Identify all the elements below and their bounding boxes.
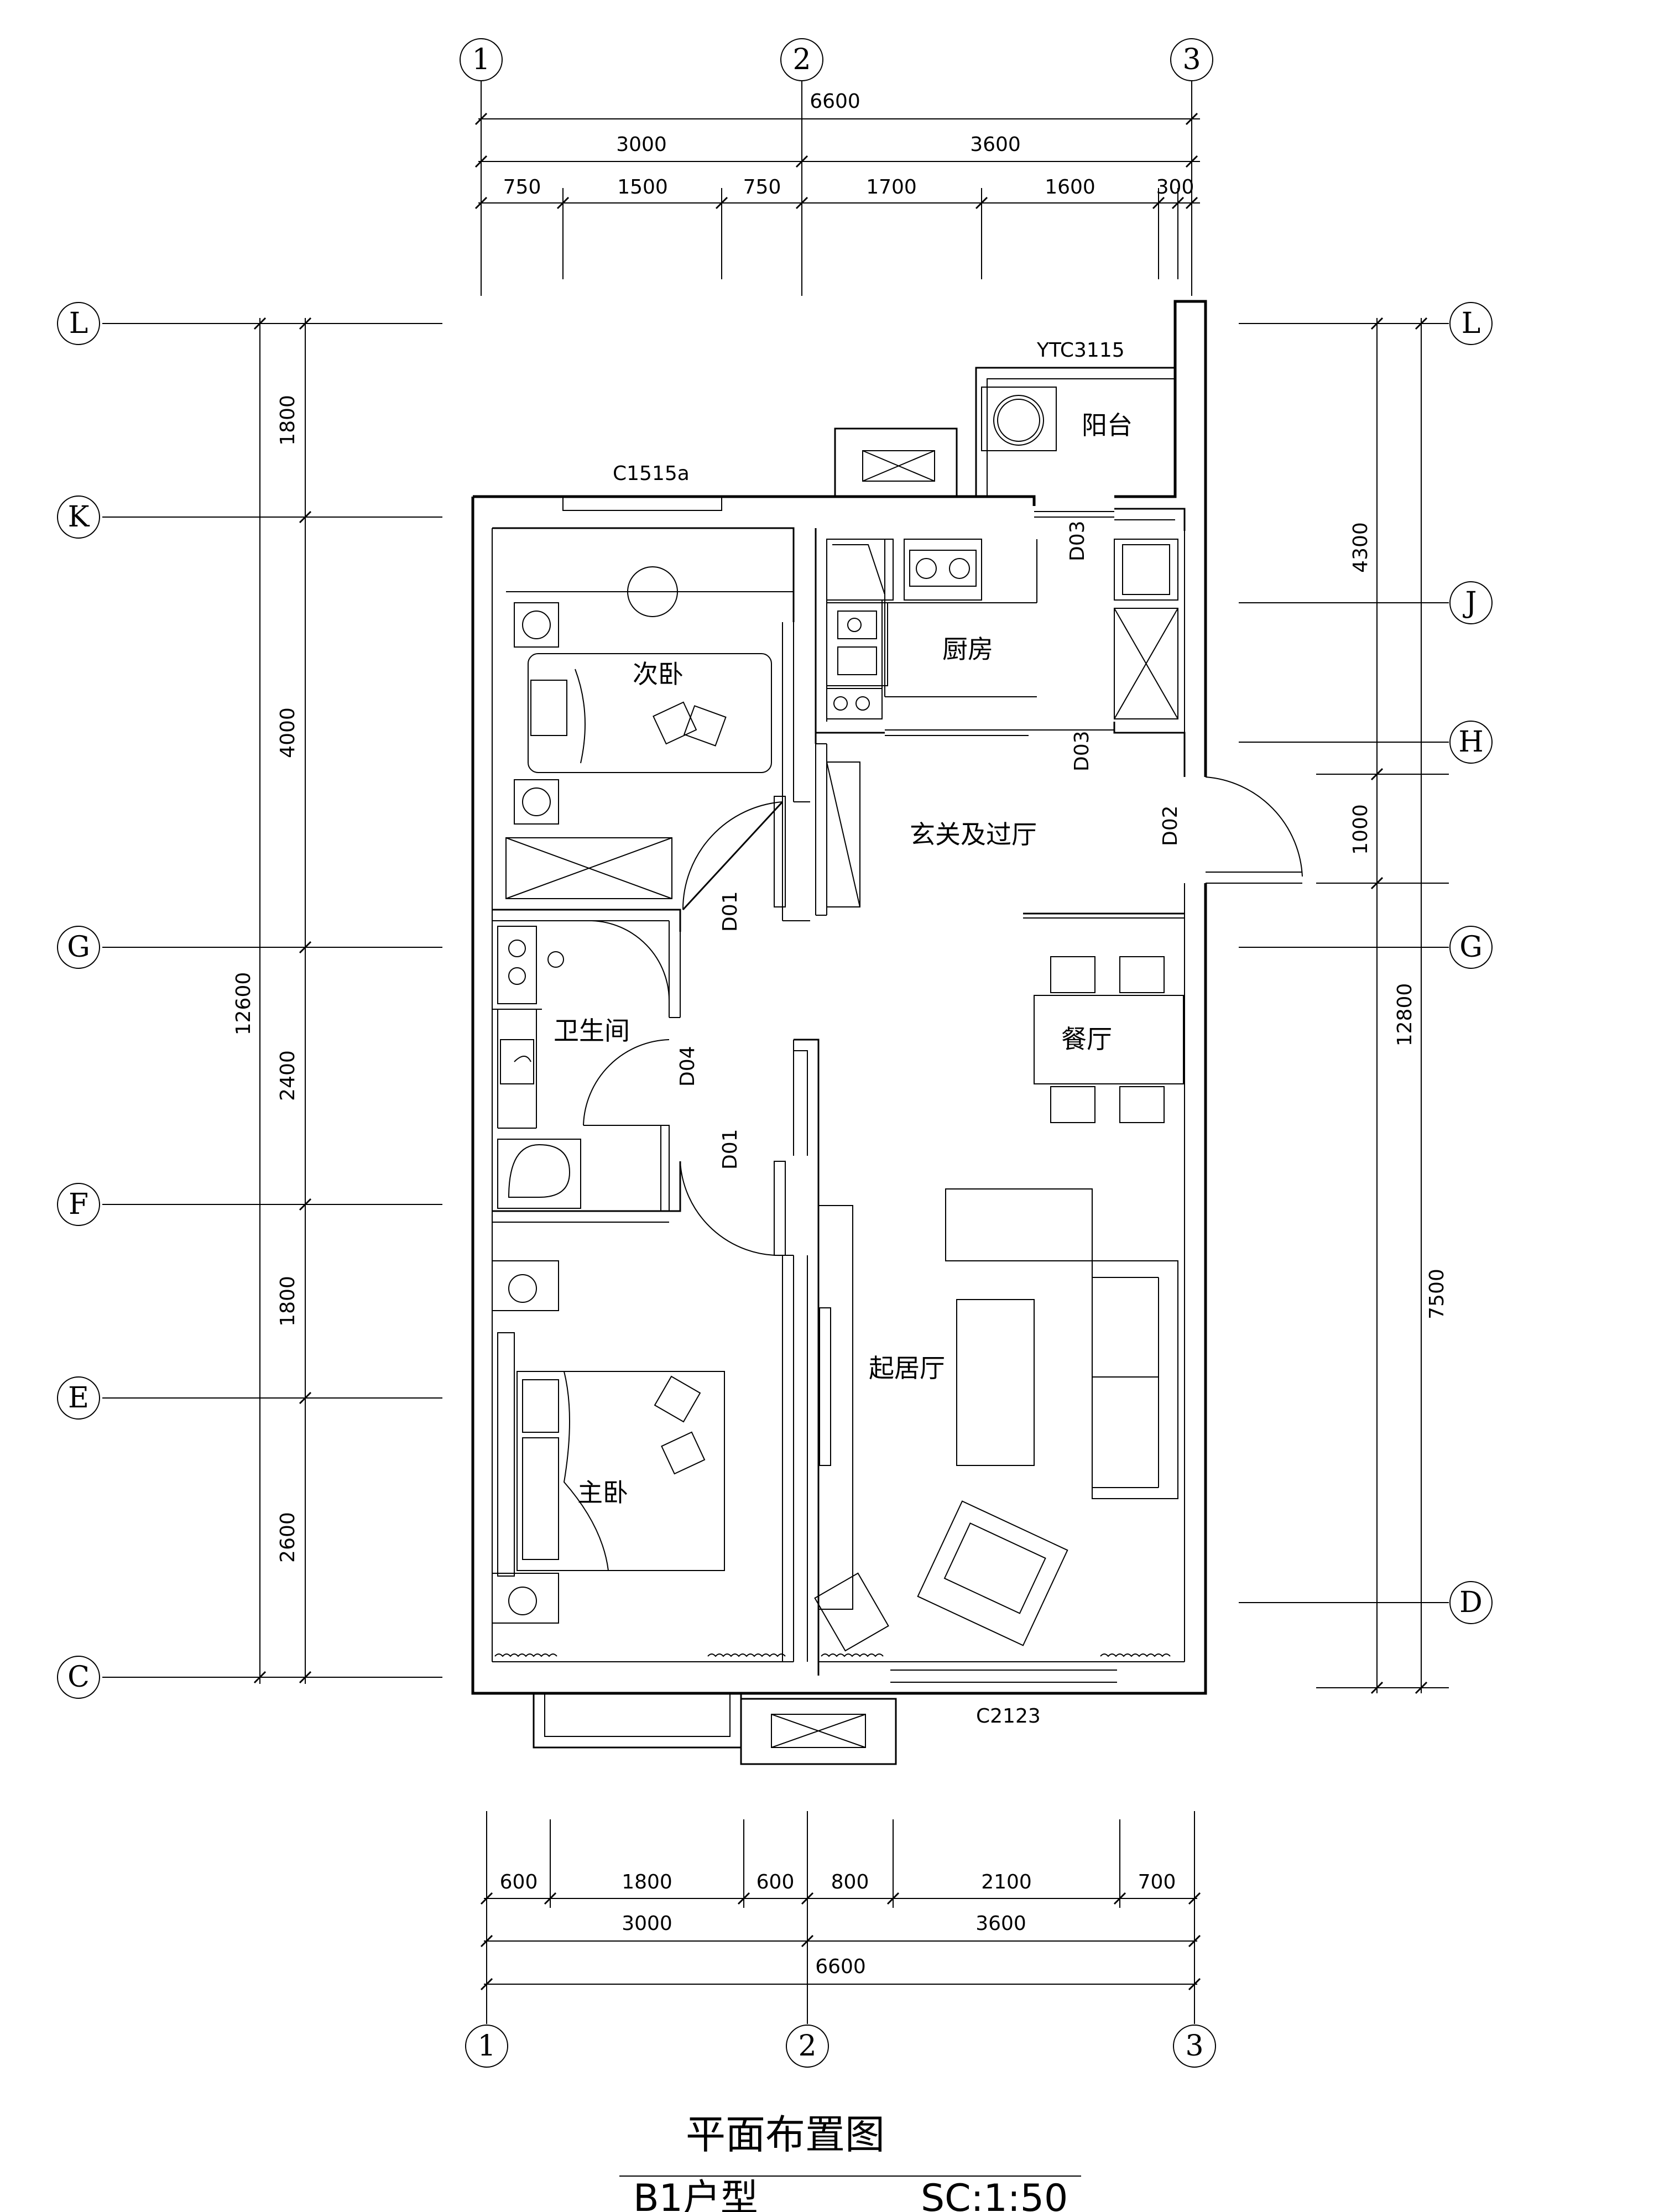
right-dimension-group bbox=[1239, 317, 1449, 1694]
grid-bubble-top-3: 3 bbox=[1170, 38, 1213, 81]
exterior-walls bbox=[471, 300, 1207, 1765]
svg-text:F: F bbox=[69, 1188, 88, 1221]
left-dimension-5: 2600 bbox=[276, 1512, 299, 1563]
bottom-dimension-group bbox=[480, 1811, 1201, 2024]
grid-bubble-left-G: G bbox=[57, 926, 100, 969]
top-total-dimension: 6600 bbox=[810, 90, 860, 113]
bottom-detail-dimension-2: 1800 bbox=[622, 1871, 672, 1893]
window-label-c1515a: C1515a bbox=[613, 462, 690, 485]
grid-bubble-left-C: C bbox=[57, 1656, 100, 1699]
master-bedroom-furniture bbox=[492, 1260, 725, 1624]
left-dimension-4: 1800 bbox=[276, 1276, 299, 1327]
left-total-dimension: 12600 bbox=[232, 972, 255, 1036]
door-label-d04: D04 bbox=[676, 1046, 699, 1087]
balcony-structure bbox=[834, 367, 1175, 497]
door-label-d01-lower: D01 bbox=[719, 1129, 742, 1170]
balcony-window-label: YTC3115 bbox=[1036, 339, 1125, 362]
room-label-balcony: 阳台 bbox=[1082, 410, 1133, 440]
window-label-c2123: C2123 bbox=[976, 1705, 1041, 1728]
top-detail-dimension-4: 1700 bbox=[866, 176, 917, 199]
svg-text:2: 2 bbox=[792, 43, 811, 76]
svg-text:1: 1 bbox=[472, 43, 490, 76]
top-bay-dimension-2: 3600 bbox=[970, 133, 1021, 156]
top-detail-dimension-5: 1600 bbox=[1045, 176, 1095, 199]
svg-text:J: J bbox=[1463, 586, 1477, 619]
second-bedroom-furniture bbox=[505, 566, 794, 899]
grid-bubble-top-1: 1 bbox=[460, 38, 503, 81]
room-label-kitchen: 厨房 bbox=[942, 634, 993, 664]
top-detail-dimension-2: 1500 bbox=[617, 176, 668, 199]
grid-bubble-right-G: G bbox=[1449, 926, 1493, 969]
top-detail-dimension-6: 300 bbox=[1156, 176, 1194, 199]
right-dimension-2: 1000 bbox=[1349, 804, 1372, 855]
grid-bubble-right-J: J bbox=[1449, 581, 1493, 624]
grid-bubble-right-D: D bbox=[1449, 1581, 1493, 1624]
svg-text:2: 2 bbox=[798, 2030, 816, 2063]
grid-bubble-left-F: F bbox=[57, 1183, 100, 1226]
door-label-d02: D02 bbox=[1159, 805, 1182, 846]
grid-bubble-right-L: L bbox=[1449, 302, 1493, 345]
svg-text:H: H bbox=[1458, 726, 1483, 759]
grid-bubble-left-E: E bbox=[57, 1376, 100, 1420]
top-bay-dimension-1: 3000 bbox=[616, 133, 667, 156]
unit-type-label: B1户型 bbox=[633, 2177, 758, 2212]
svg-text:1: 1 bbox=[477, 2030, 495, 2063]
bottom-total-dimension: 6600 bbox=[815, 1955, 866, 1978]
left-dimension-1: 1800 bbox=[276, 395, 299, 446]
room-label-dining: 餐厅 bbox=[1061, 1024, 1112, 1054]
curtains bbox=[494, 1653, 1171, 1657]
grid-bubble-left-K: K bbox=[57, 495, 100, 539]
living-room-furniture bbox=[814, 1188, 1178, 1652]
svg-text:3: 3 bbox=[1182, 43, 1201, 76]
bottom-detail-dimension-1: 600 bbox=[500, 1871, 538, 1893]
scale-label: SC:1:50 bbox=[921, 2177, 1068, 2212]
bottom-detail-dimension-5: 2100 bbox=[981, 1871, 1032, 1893]
door-label-d03-top: D03 bbox=[1066, 520, 1089, 561]
grid-bubble-bottom-3: 3 bbox=[1173, 2025, 1216, 2068]
left-dimension-3: 2400 bbox=[276, 1050, 299, 1101]
drawing-title: 平面布置图 bbox=[686, 2111, 885, 2158]
interior-walls bbox=[492, 508, 1186, 1676]
grid-bubble-top-2: 2 bbox=[780, 38, 823, 81]
bottom-bay-dimension-1: 3000 bbox=[622, 1912, 672, 1935]
room-label-living: 起居厅 bbox=[869, 1353, 945, 1383]
door-label-d01-upper: D01 bbox=[719, 891, 742, 932]
top-detail-dimension-1: 750 bbox=[503, 176, 541, 199]
grid-bubble-bottom-1: 1 bbox=[465, 2025, 508, 2068]
room-label-bathroom: 卫生间 bbox=[554, 1016, 630, 1046]
room-label-second-bedroom: 次卧 bbox=[633, 659, 684, 689]
doors bbox=[583, 511, 1303, 1256]
svg-text:K: K bbox=[68, 500, 90, 534]
bottom-bay-dimension-2: 3600 bbox=[975, 1912, 1026, 1935]
svg-text:D: D bbox=[1459, 1586, 1483, 1619]
right-dimension-1: 4300 bbox=[1349, 522, 1372, 573]
left-dimension-2: 4000 bbox=[276, 707, 299, 758]
bathroom-fixtures bbox=[497, 926, 581, 1209]
dining-furniture bbox=[1034, 956, 1184, 1123]
svg-text:E: E bbox=[68, 1381, 89, 1415]
left-dimension-group bbox=[102, 317, 442, 1684]
bottom-detail-dimension-3: 600 bbox=[757, 1871, 795, 1893]
room-label-master-bedroom: 主卧 bbox=[577, 1478, 628, 1507]
svg-text:G: G bbox=[1459, 931, 1483, 964]
svg-text:C: C bbox=[67, 1661, 90, 1694]
grid-bubble-bottom-2: 2 bbox=[786, 2025, 829, 2068]
svg-text:3: 3 bbox=[1185, 2030, 1203, 2063]
bottom-detail-dimension-4: 800 bbox=[831, 1871, 869, 1893]
right-dimension-3: 7500 bbox=[1426, 1269, 1448, 1319]
svg-text:L: L bbox=[1462, 307, 1481, 340]
grid-bubble-right-H: H bbox=[1449, 721, 1493, 764]
top-dimension-group bbox=[474, 80, 1200, 296]
grid-bubble-left-L: L bbox=[57, 302, 100, 345]
bottom-detail-dimension-6: 700 bbox=[1138, 1871, 1176, 1893]
right-total-dimension: 12800 bbox=[1394, 983, 1416, 1047]
kitchen-furniture bbox=[826, 539, 1178, 719]
svg-text:L: L bbox=[69, 307, 88, 340]
svg-text:G: G bbox=[67, 931, 90, 964]
door-label-d03-bottom: D03 bbox=[1071, 731, 1093, 771]
top-detail-dimension-3: 750 bbox=[743, 176, 781, 199]
room-label-foyer: 玄关及过厅 bbox=[910, 820, 1037, 849]
